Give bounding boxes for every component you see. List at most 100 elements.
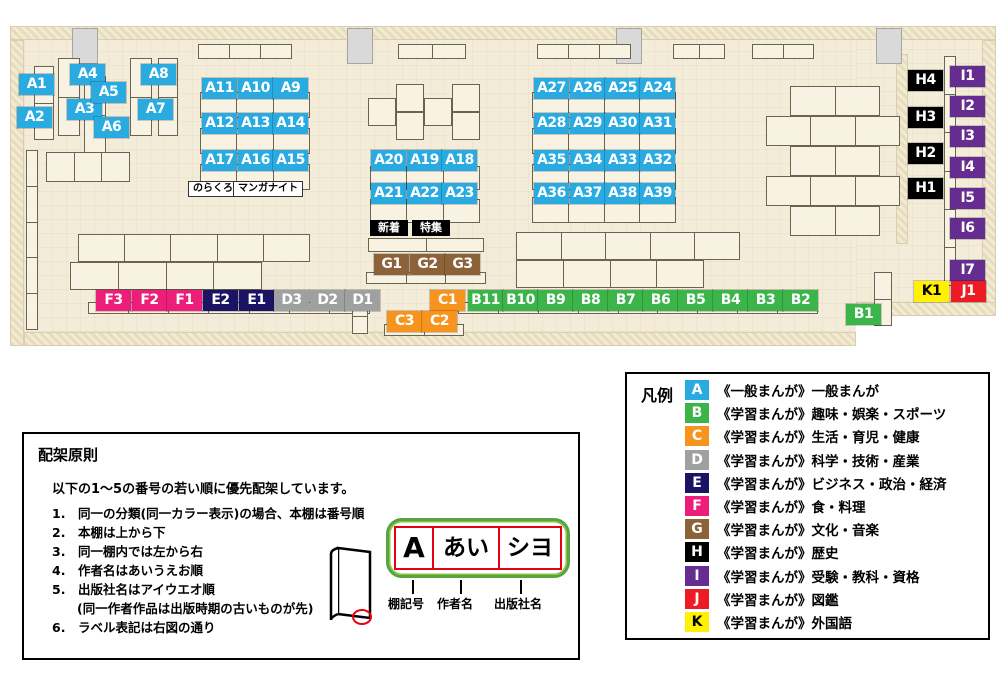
legend-label: 《学習まんが》ビジネス・政治・経済 xyxy=(717,476,947,493)
shelf-label-a33: A33 xyxy=(605,150,640,171)
shelf-label-g2: G2 xyxy=(410,254,445,275)
shelf-label-b2: B2 xyxy=(783,290,818,311)
shelf-cell xyxy=(945,210,955,248)
shelf-cell xyxy=(131,59,151,98)
shelf-cell xyxy=(533,129,569,153)
shelf-cell xyxy=(237,165,274,189)
label-example: A あい シヨ xyxy=(386,518,570,578)
map-tag: のらくろ xyxy=(188,181,238,197)
legend-chip-h: H xyxy=(685,542,709,563)
shelf-unit xyxy=(752,44,814,59)
shelf-label-a23: A23 xyxy=(442,183,477,204)
shelf-cell xyxy=(811,117,856,145)
shelf-label-c2: C2 xyxy=(422,311,457,332)
shelf-cell xyxy=(407,167,444,189)
shelf-unit xyxy=(790,146,880,176)
shelf-label-d3: D3 xyxy=(274,290,309,311)
shelf-cell xyxy=(102,153,129,181)
shelf-label-a10: A10 xyxy=(238,78,273,99)
shelf-unit xyxy=(790,206,880,236)
legend-row-f: F《学習まんが》食・料理 xyxy=(685,495,947,516)
legend-chip-d: D xyxy=(685,449,709,470)
shelf-label-i1: I1 xyxy=(950,66,985,87)
shelf-cell xyxy=(606,233,651,259)
shelf-label-a32: A32 xyxy=(640,150,675,171)
legend-chip-c: C xyxy=(685,426,709,447)
shelf-cell xyxy=(159,59,177,98)
legend-chip-f: F xyxy=(685,495,709,516)
legend-row-d: D 《学習まんが》科学・技術・産業 xyxy=(685,449,947,470)
shelf-label-a6: A6 xyxy=(94,117,129,138)
shelf-cell xyxy=(767,117,812,145)
legend-row-h: H《学習まんが》歴史 xyxy=(685,542,947,563)
shelf-label-a38: A38 xyxy=(605,183,640,204)
shelf-label-a17: A17 xyxy=(202,150,237,171)
shelf-cell xyxy=(369,239,427,251)
shelf-unit xyxy=(78,234,310,262)
shelf-cell xyxy=(533,198,569,222)
shelf-cell xyxy=(59,59,79,98)
shelf-cell xyxy=(433,45,466,58)
legend-chip-b: B xyxy=(685,403,709,424)
shelf-unit xyxy=(398,44,466,59)
shelf-unit xyxy=(452,112,480,140)
shelf-cell xyxy=(425,99,451,125)
shelf-cell xyxy=(767,177,812,205)
shelf-label-e1: E1 xyxy=(239,290,274,311)
shelf-label-b1: B1 xyxy=(846,304,881,325)
shelf-cell xyxy=(453,113,479,139)
principles-panel: 配架原則 以下の1〜5の番号の若い順に優先配架しています。 1. 同一の分類(同… xyxy=(22,432,580,660)
legend-label: 《学習まんが》文化・音楽 xyxy=(717,523,879,540)
shelf-label-j1: J1 xyxy=(951,281,986,302)
shelf-cell xyxy=(569,165,605,189)
principle-line: 2. 本棚は上から下 xyxy=(52,525,166,540)
legend-label: 《学習まんが》受験・教科・資格 xyxy=(717,569,920,586)
shelf-cell xyxy=(791,87,836,115)
principles-title: 配架原則 xyxy=(38,446,99,464)
shelf-cell xyxy=(201,129,238,153)
shelf-label-a28: A28 xyxy=(534,113,569,134)
shelf-cell xyxy=(569,198,605,222)
principle-line: 3. 同一棚内では左から右 xyxy=(52,544,203,559)
legend-label: 《学習まんが》科学・技術・産業 xyxy=(717,453,920,470)
shelf-cell xyxy=(657,261,703,287)
legend-chip-e: E xyxy=(685,472,709,493)
legend-row-c: C《学習まんが》生活・育児・健康 xyxy=(685,426,947,447)
shelf-cell xyxy=(27,151,37,187)
shelf-label-d2: D2 xyxy=(310,290,345,311)
legend-label: 《学習まんが》図鑑 xyxy=(717,592,839,609)
wall-inner-right xyxy=(896,54,908,244)
shelf-cell xyxy=(201,165,238,189)
shelf-cell xyxy=(605,165,641,189)
legend-chip-k: K xyxy=(685,611,709,632)
shelf-label-a25: A25 xyxy=(605,78,640,99)
shelf-label-a21: A21 xyxy=(371,183,406,204)
shelf-label-h4: H4 xyxy=(908,70,943,91)
principle-line: 5. 出版社名はアイウエオ順 xyxy=(52,582,215,597)
shelf-cell xyxy=(791,147,836,175)
shelf-label-b7: B7 xyxy=(608,290,643,311)
shelf-cell xyxy=(237,93,274,117)
shelf-cell xyxy=(199,45,230,58)
shelf-unit xyxy=(368,98,396,126)
shelf-label-i4: I4 xyxy=(950,157,985,178)
shelf-label-a14: A14 xyxy=(273,113,308,134)
shelf-label-a16: A16 xyxy=(238,150,273,171)
shelf-unit xyxy=(766,116,900,146)
shelf-unit xyxy=(396,84,424,112)
shelf-label-a13: A13 xyxy=(238,113,273,134)
shelf-cell xyxy=(27,294,37,329)
shelf-label-b9: B9 xyxy=(538,290,573,311)
legend-row-a: A《一般まんが》一般まんが xyxy=(685,380,947,400)
map-tag: マンガナイト xyxy=(233,181,303,197)
legend-chip-a: A xyxy=(685,380,709,400)
shelf-unit xyxy=(452,84,480,112)
shelf-unit xyxy=(790,86,880,116)
label-example-publisher: シヨ xyxy=(498,526,562,570)
shelf-label-a37: A37 xyxy=(570,183,605,204)
shelf-cell xyxy=(407,273,447,283)
shelf-label-a39: A39 xyxy=(640,183,675,204)
legend-title: 凡例 xyxy=(641,386,674,405)
